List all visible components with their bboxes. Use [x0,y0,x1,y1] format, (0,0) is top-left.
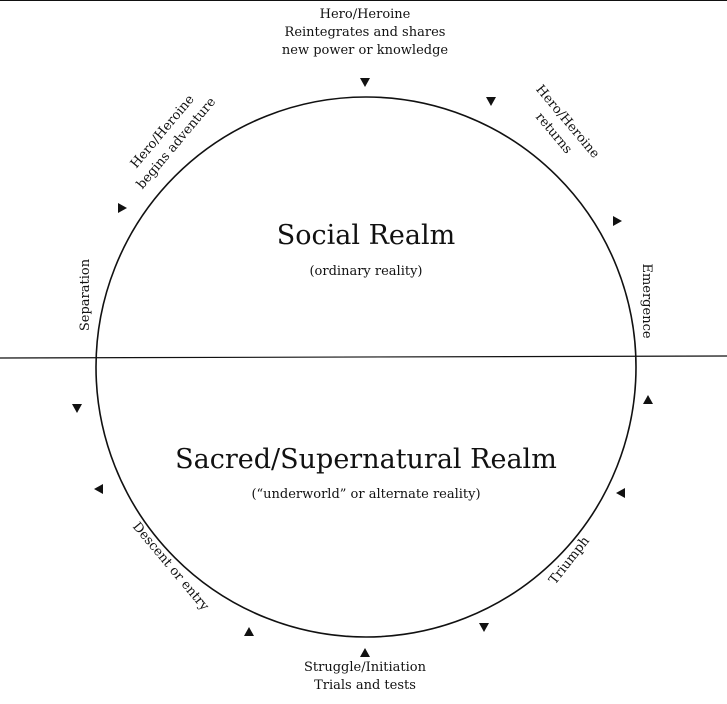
label-line: Hero/Heroine [319,7,411,22]
arrow-down-icon [486,97,496,106]
separation-label: Separation [78,258,93,332]
return-stage-label: Hero/Heroine Reintegrates and shares new… [265,6,465,60]
social-realm-title: Social Realm [276,220,456,251]
arrow-right-icon [118,203,127,213]
label-line: Reintegrates and shares [284,25,446,40]
arrow-left-icon [94,484,103,494]
arrow-up-icon [244,627,254,636]
arrow-down-icon [360,78,370,87]
sacred-realm-subtitle: (“underworld” or alternate reality) [251,487,481,502]
arrow-down-icon [479,623,489,632]
label-line: new power or knowledge [281,43,449,58]
label-line: Trials and tests [314,678,416,693]
realm-divider-line [0,355,727,359]
journey-circle [95,96,637,638]
sacred-realm-title: Sacred/Supernatural Realm [175,444,557,475]
arrow-right-icon [613,216,622,226]
arrow-down-icon [72,404,82,413]
arrow-up-icon [360,648,370,657]
emergence-label: Emergence [639,263,654,339]
struggle-label: Struggle/Initiation Trials and tests [265,659,465,695]
social-realm-subtitle: (ordinary reality) [309,264,423,279]
arrow-left-icon [616,488,625,498]
label-line: Struggle/Initiation [304,660,426,675]
arrow-up-icon [643,395,653,404]
